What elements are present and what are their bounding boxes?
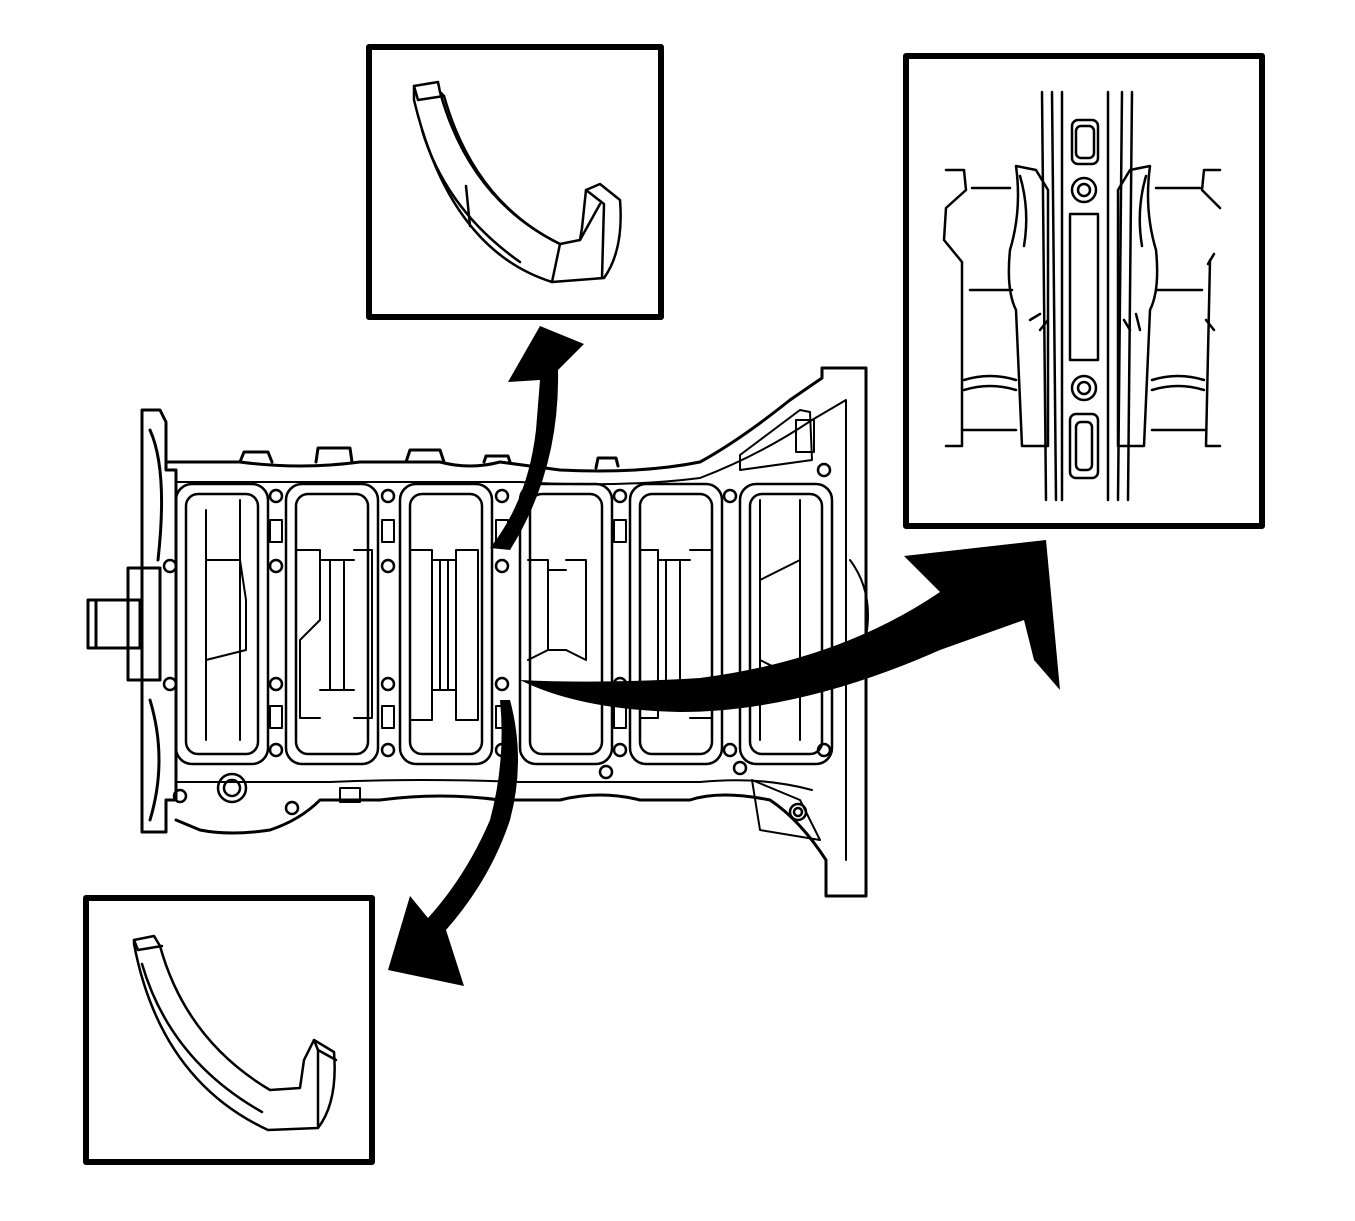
inset-lower-thrust-washer <box>83 895 375 1165</box>
inset-upper-thrust-washer <box>366 44 664 320</box>
bolt-holes <box>162 462 832 822</box>
thrust-washer-icon <box>132 934 338 1132</box>
engine-block <box>86 366 869 898</box>
arrow-to-upper-washer <box>490 326 584 550</box>
callout-arrows <box>388 326 1060 986</box>
thrust-washer-icon <box>412 80 622 284</box>
inset-bearing-detail <box>903 53 1265 529</box>
arrow-to-lower-washer <box>388 700 518 986</box>
crankshaft-webs <box>205 499 801 741</box>
crankshaft-snout <box>86 566 162 682</box>
main-bearing-journal-icon <box>942 90 1222 502</box>
arrow-to-bearing-detail <box>520 540 1060 712</box>
